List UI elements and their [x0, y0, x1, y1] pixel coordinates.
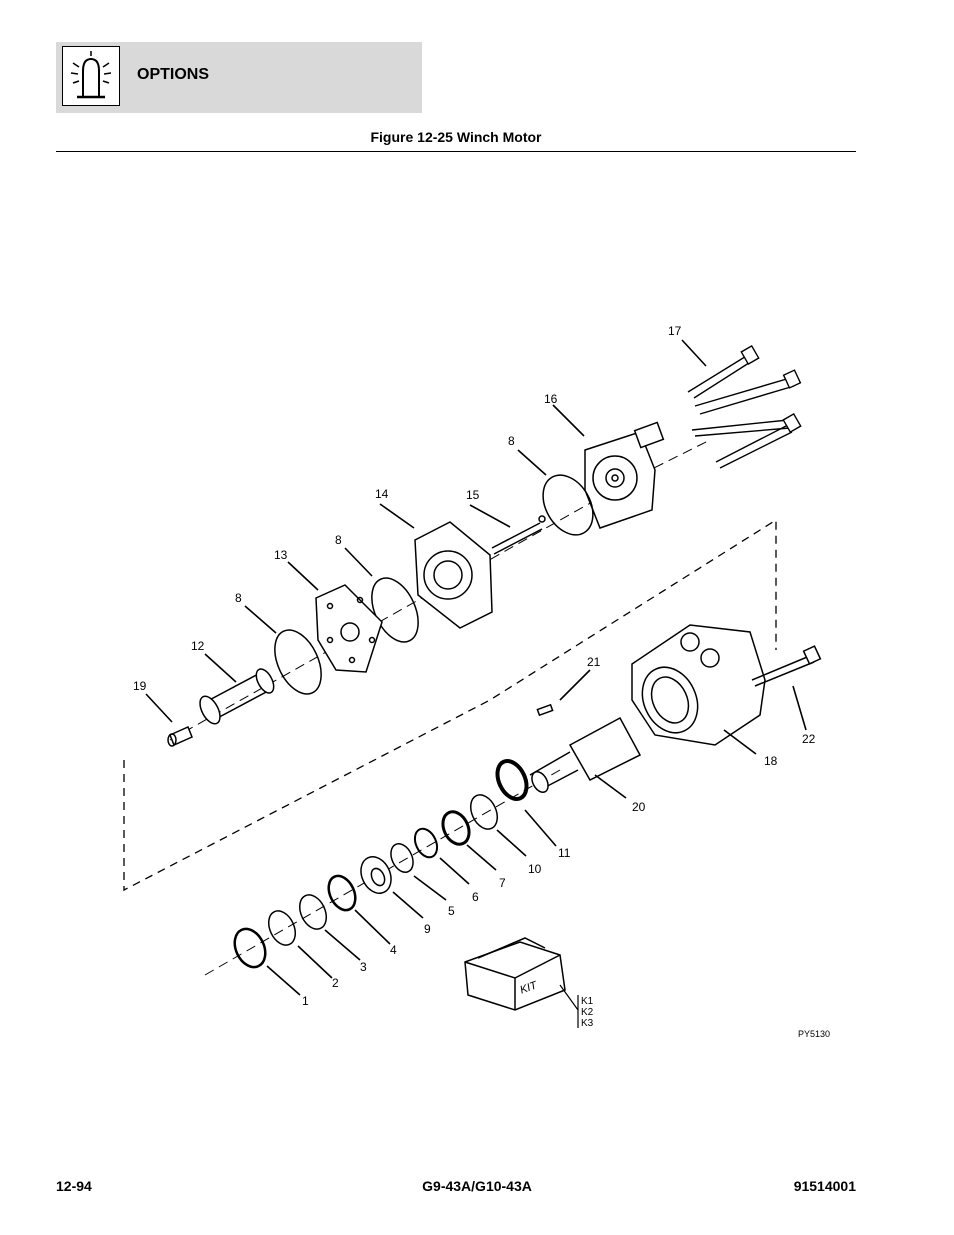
callout-9: 9 — [424, 922, 431, 936]
callout-11: 11 — [558, 846, 571, 860]
callout-8-top: 8 — [508, 434, 515, 448]
callout-8-left: 8 — [235, 591, 242, 605]
bolts-17 — [687, 344, 802, 469]
callout-19: 19 — [133, 679, 147, 693]
kit-box — [464, 937, 566, 1011]
callout-8-mid: 8 — [335, 533, 342, 547]
callout-3: 3 — [360, 960, 367, 974]
seal-stack — [233, 759, 529, 969]
drive-shaft-12 — [199, 668, 275, 725]
callout-13: 13 — [274, 548, 288, 562]
callout-5: 5 — [448, 904, 455, 918]
callout-12: 12 — [191, 639, 205, 653]
document-number: 91514001 — [793, 1178, 856, 1194]
kit-item-k1: K1 — [581, 996, 594, 1007]
header-rule — [56, 151, 856, 152]
page-number: 12-94 — [56, 1178, 92, 1194]
section-title: OPTIONS — [137, 66, 210, 83]
callout-1: 1 — [302, 994, 309, 1008]
output-shaft-20 — [529, 716, 642, 794]
kit-item-k2: K2 — [581, 1007, 594, 1018]
callout-16: 16 — [544, 392, 558, 406]
callout-20: 20 — [632, 800, 646, 814]
exploded-parts-diagram — [123, 339, 822, 1028]
callout-10: 10 — [528, 862, 542, 876]
beacon-light-icon — [62, 46, 120, 106]
end-cover-16 — [584, 421, 665, 529]
callout-14: 14 — [375, 487, 389, 501]
model-number: G9-43A/G10-43A — [422, 1178, 532, 1194]
callout-4: 4 — [390, 943, 397, 957]
callout-7: 7 — [499, 876, 506, 890]
wear-plate-13 — [315, 584, 383, 673]
callout-2: 2 — [332, 976, 339, 990]
callout-15: 15 — [466, 488, 480, 502]
spacer-19 — [167, 725, 193, 747]
callout-6: 6 — [472, 890, 479, 904]
callout-18: 18 — [764, 754, 778, 768]
figure-caption: Figure 12-25 Winch Motor — [370, 129, 542, 145]
callout-21: 21 — [587, 655, 601, 669]
callout-22: 22 — [802, 732, 816, 746]
drawing-code: PY5130 — [798, 1029, 831, 1039]
motor-housing-18 — [631, 624, 766, 746]
leader-arrows — [145, 339, 807, 996]
gerotor-housing-14 — [414, 521, 493, 629]
kit-item-k3: K3 — [581, 1018, 594, 1029]
callout-17: 17 — [668, 324, 682, 338]
